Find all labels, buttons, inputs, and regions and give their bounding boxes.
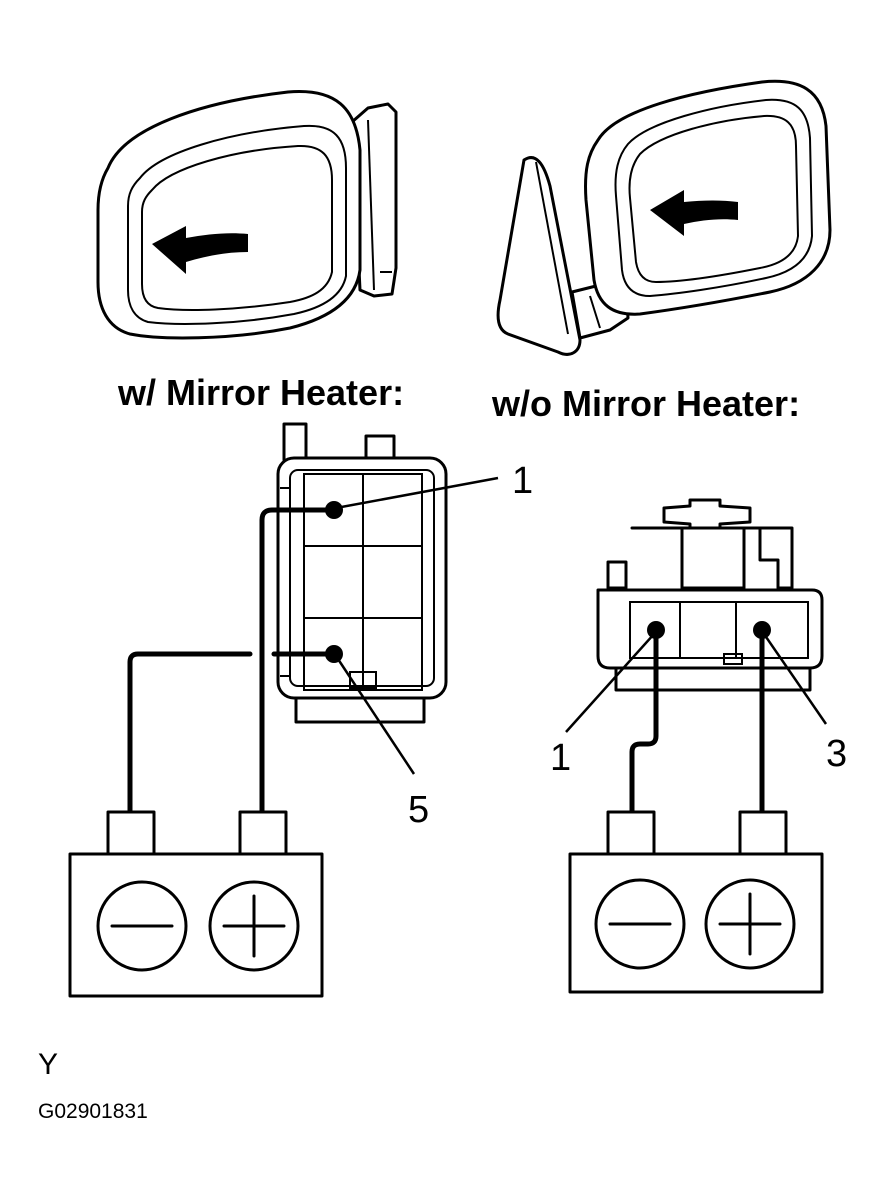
right-pin-3-label: 3: [826, 733, 847, 775]
right-pin-1-label: 1: [550, 737, 571, 779]
mirror-left-icon: [96, 90, 398, 340]
battery-icon: [68, 810, 324, 998]
left-pin-5-label: 5: [408, 789, 429, 831]
mirror-right-icon: [496, 79, 832, 356]
pin-1-right-dot: [647, 621, 665, 639]
left-pin-1-label: 1: [512, 460, 533, 502]
left-connector: [276, 422, 448, 724]
pin-3-dot: [753, 621, 771, 639]
right-connector: [596, 498, 824, 692]
battery-icon: [568, 810, 824, 994]
footer-letter: Y: [38, 1048, 58, 1081]
wire-to-pin-1-right: [629, 627, 659, 815]
wire-to-pin-5: [127, 651, 337, 815]
pin-1-dot: [325, 501, 343, 519]
heading-without-heater: w/o Mirror Heater:: [491, 383, 800, 424]
wire-to-pin-1: [259, 507, 337, 815]
heading-with-heater: w/ Mirror Heater:: [117, 372, 404, 413]
arrow-icon: [152, 226, 248, 274]
figure-code: G02901831: [38, 1100, 148, 1123]
